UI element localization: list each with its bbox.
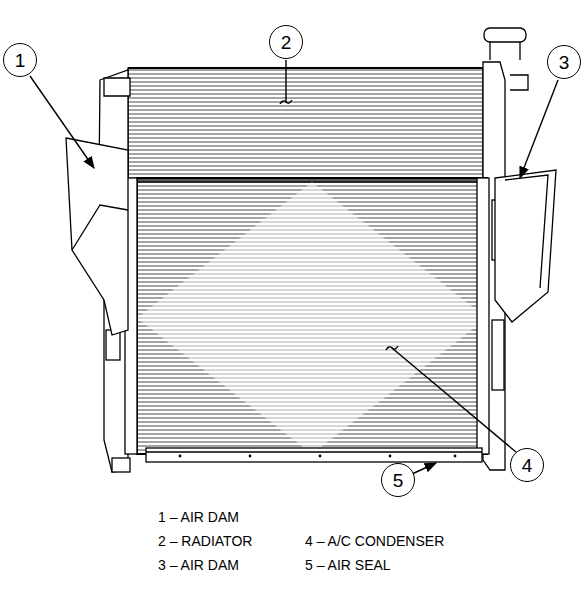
legend-entry: 2 – RADIATOR [158,534,252,549]
right-air-dam [495,170,556,322]
callout-number: 3 [559,53,570,72]
radiator-cap [484,28,526,42]
air-seal [146,448,482,462]
callout-number: 4 [522,456,533,475]
callout-number: 2 [281,33,292,52]
callout-circle: 4 [510,448,544,482]
legend-entry: 3 – AIR DAM [158,558,239,573]
callout-circle: 5 [381,463,415,497]
callout-number: 5 [393,471,404,490]
callout-circle: 1 [3,43,37,77]
radiator-core [128,68,483,180]
callout-circle: 2 [269,25,303,59]
legend-entry: 1 – AIR DAM [158,510,239,525]
left-air-dam [66,138,128,335]
legend-entry: 4 – A/C CONDENSER [305,534,444,549]
callout-number: 1 [15,51,26,70]
callout-circle: 3 [547,45,581,79]
condenser-core [137,178,487,454]
legend-entry: 5 – AIR SEAL [305,558,391,573]
leader-lines [30,60,558,474]
